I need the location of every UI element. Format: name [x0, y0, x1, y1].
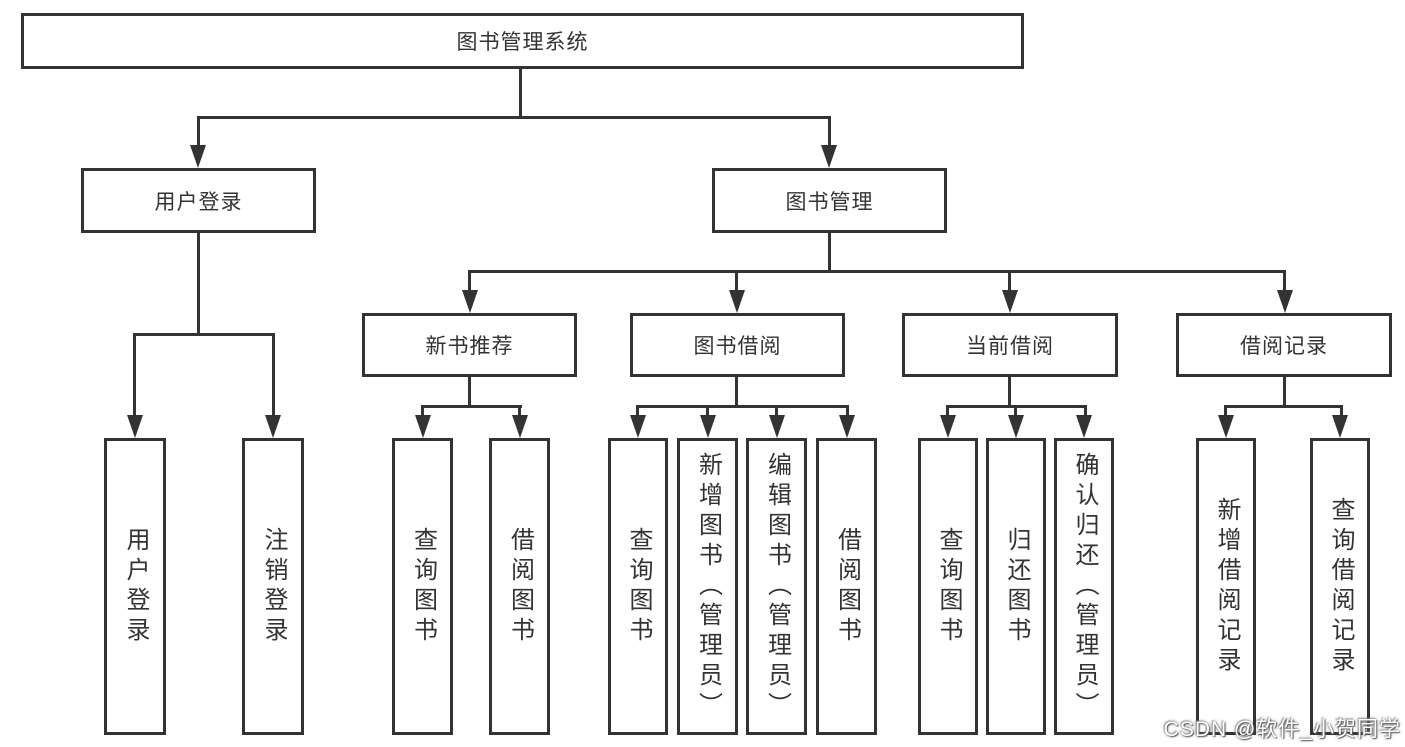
connector-line — [197, 233, 200, 336]
arrow-down-icon — [265, 415, 281, 438]
connector-line — [846, 405, 849, 419]
leaf-user-login: 用户登录 — [104, 438, 166, 735]
node-borrow-record-label: 借阅记录 — [1240, 335, 1328, 358]
arrow-down-icon — [839, 415, 855, 438]
arrow-down-icon — [821, 145, 837, 168]
leaf-logout: 注销登录 — [242, 438, 304, 735]
connector-line — [197, 116, 831, 119]
connector-line — [272, 333, 275, 419]
connector-line — [636, 405, 849, 408]
leaf-add-book-admin: 新增图书（管理员） — [677, 438, 738, 735]
node-user-login: 用户登录 — [81, 168, 316, 233]
leaf-current-query-book-label: 查询图书 — [935, 526, 962, 647]
leaf-return-book: 归还图书 — [986, 438, 1046, 735]
leaf-borrow-book-label: 借阅图书 — [833, 526, 861, 647]
leaf-edit-book-admin: 编辑图书（管理员） — [746, 438, 807, 735]
leaf-borrow-query-book-label: 查询图书 — [625, 526, 652, 647]
leaf-query-borrow-record: 查询借阅记录 — [1310, 438, 1370, 735]
node-current-borrow-label: 当前借阅 — [966, 335, 1054, 358]
connector-line — [197, 116, 200, 149]
arrow-down-icon — [1076, 415, 1092, 438]
leaf-add-book-admin-label: 新增图书（管理员） — [694, 451, 722, 722]
connector-line — [636, 405, 639, 419]
connector-line — [468, 377, 471, 408]
arrow-down-icon — [1218, 415, 1234, 438]
leaf-recommend-borrow-book-label: 借阅图书 — [506, 526, 534, 647]
connector-line — [1014, 405, 1017, 419]
node-new-book-recommend: 新书推荐 — [362, 313, 577, 377]
leaf-recommend-query-book-label: 查询图书 — [409, 526, 437, 647]
connector-line — [421, 405, 522, 408]
leaf-confirm-return-admin-label: 确认归还（管理员） — [1071, 451, 1098, 722]
arrow-down-icon — [462, 290, 478, 313]
leaf-user-login-label: 用户登录 — [122, 526, 149, 647]
leaf-logout-label: 注销登录 — [260, 526, 287, 647]
arrow-down-icon — [1008, 415, 1024, 438]
connector-line — [946, 405, 949, 419]
connector-line — [519, 68, 522, 119]
arrow-down-icon — [729, 290, 745, 313]
arrow-down-icon — [700, 415, 716, 438]
arrow-down-icon — [512, 415, 528, 438]
leaf-recommend-borrow-book: 借阅图书 — [489, 438, 550, 735]
node-borrow-record: 借阅记录 — [1176, 313, 1392, 377]
connector-line — [706, 405, 709, 419]
connector-line — [518, 405, 521, 419]
arrow-down-icon — [769, 415, 785, 438]
connector-line — [828, 116, 831, 149]
connector-line — [468, 270, 1286, 273]
arrow-down-icon — [1332, 415, 1348, 438]
leaf-edit-book-admin-label: 编辑图书（管理员） — [763, 451, 791, 722]
arrow-down-icon — [630, 415, 646, 438]
watermark: CSDN @软件_小贺同学 — [1163, 718, 1401, 741]
leaf-recommend-query-book: 查询图书 — [392, 438, 453, 735]
leaf-confirm-return-admin: 确认归还（管理员） — [1054, 438, 1114, 735]
connector-line — [1008, 377, 1011, 408]
leaf-add-borrow-record: 新增借阅记录 — [1196, 438, 1256, 735]
node-book-borrow-label: 图书借阅 — [693, 335, 782, 358]
leaf-borrow-query-book: 查询图书 — [608, 438, 668, 735]
leaf-borrow-book: 借阅图书 — [816, 438, 877, 735]
leaf-return-book-label: 归还图书 — [1003, 526, 1030, 647]
arrow-down-icon — [1277, 290, 1293, 313]
node-book-borrow: 图书借阅 — [630, 313, 845, 377]
node-user-login-label: 用户登录 — [154, 190, 243, 214]
arrow-down-icon — [940, 415, 956, 438]
node-book-mgmt-label: 图书管理 — [785, 190, 874, 214]
connector-line — [1283, 270, 1286, 294]
connector-line — [828, 233, 831, 273]
arrow-down-icon — [190, 145, 206, 168]
connector-line — [468, 270, 471, 294]
leaf-add-borrow-record-label: 新增借阅记录 — [1213, 496, 1240, 677]
leaf-query-borrow-record-label: 查询借阅记录 — [1327, 496, 1354, 677]
connector-line — [1224, 405, 1227, 419]
connector-line — [735, 270, 738, 294]
connector-line — [133, 333, 275, 336]
arrow-down-icon — [1002, 290, 1018, 313]
node-current-borrow: 当前借阅 — [902, 313, 1118, 377]
connector-line — [1008, 270, 1011, 294]
connector-line — [1224, 405, 1343, 408]
connector-line — [1084, 405, 1087, 419]
node-root: 图书管理系统 — [21, 13, 1024, 69]
connector-line — [421, 405, 424, 419]
connector-line — [775, 405, 778, 419]
arrow-down-icon — [415, 415, 431, 438]
node-new-book-recommend-label: 新书推荐 — [425, 335, 514, 358]
connector-line — [1283, 377, 1286, 408]
connector-line — [735, 377, 738, 408]
connector-line — [1340, 405, 1343, 419]
node-root-label: 图书管理系统 — [456, 31, 589, 54]
leaf-current-query-book: 查询图书 — [918, 438, 978, 735]
connector-line — [133, 333, 136, 419]
node-book-mgmt: 图书管理 — [712, 168, 947, 233]
arrow-down-icon — [127, 415, 143, 438]
